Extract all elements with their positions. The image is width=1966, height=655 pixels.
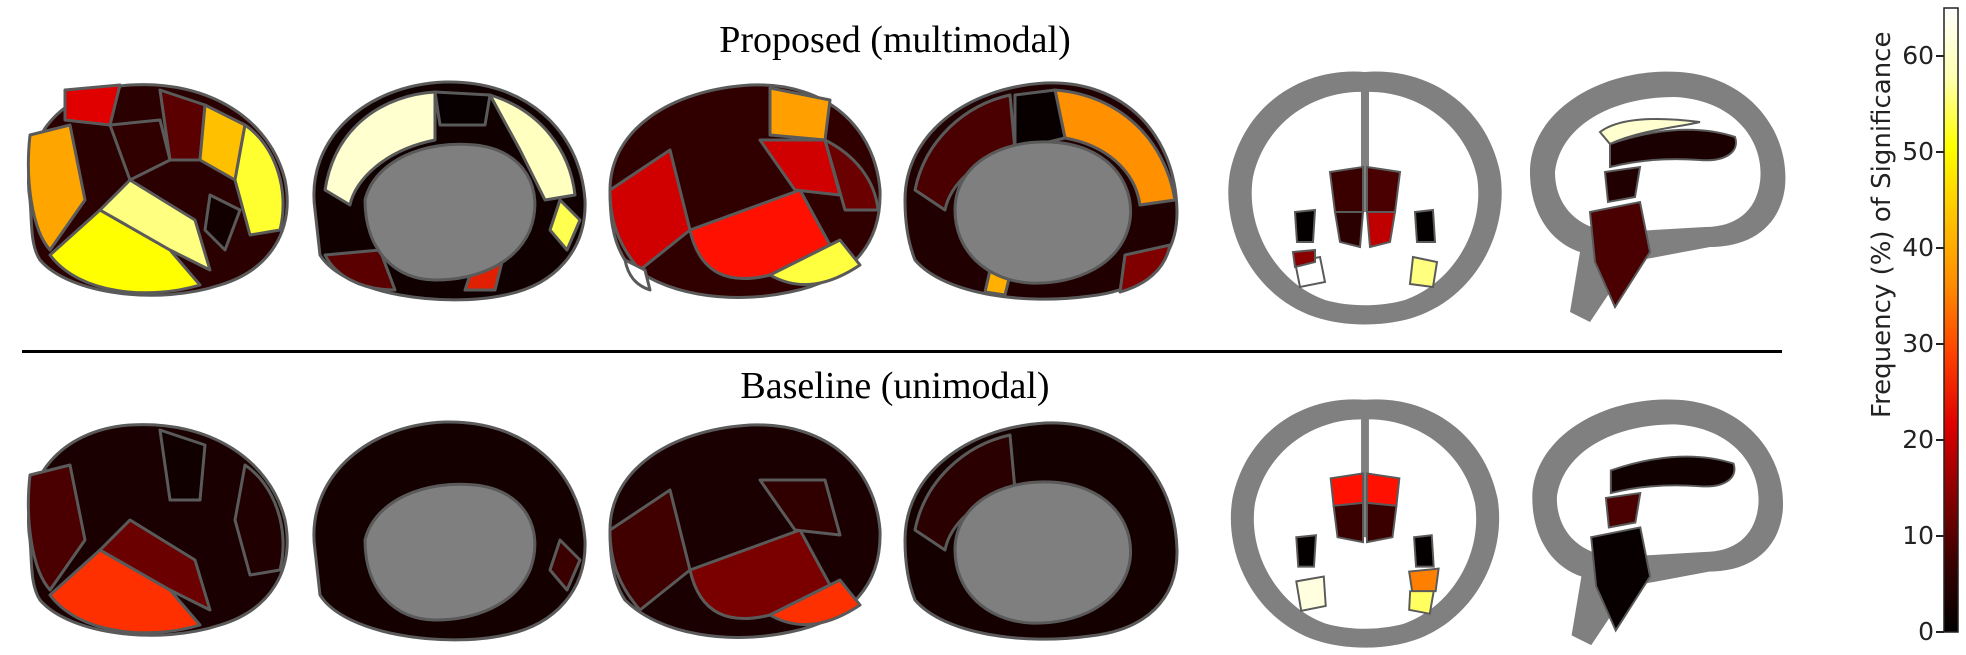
brain-region <box>1609 455 1736 495</box>
brain-region <box>1332 501 1365 544</box>
brain-region <box>433 90 492 127</box>
brain-region <box>1365 472 1401 507</box>
brain-region <box>758 478 842 537</box>
proposed-sagittal-slice <box>1530 71 1786 322</box>
colorbar-tick-mark <box>1936 343 1944 345</box>
brain-region <box>488 93 577 202</box>
brain-region <box>1609 128 1737 169</box>
colorbar-tick-label: 40 <box>1902 233 1934 262</box>
medial-wall <box>953 480 1133 625</box>
colorbar-tick-label: 60 <box>1902 41 1934 70</box>
brain-region <box>1588 200 1652 310</box>
brain-region <box>608 488 692 612</box>
colorbar-tick-mark <box>1936 535 1944 537</box>
brain-region <box>1590 526 1652 633</box>
brain-region <box>323 248 397 292</box>
baseline-lateral-right-brain <box>608 423 882 639</box>
baseline-row-title: Baseline (unimodal) <box>740 365 1050 407</box>
baseline-coronal-slice <box>1230 399 1500 648</box>
medial-wall <box>363 482 537 622</box>
brain-region <box>158 428 207 502</box>
brain-region <box>1295 575 1327 612</box>
colorbar-label: Frequency (%) of Significance <box>1867 31 1897 418</box>
brain-region <box>1365 501 1398 544</box>
brain-region <box>823 138 880 212</box>
brain-region <box>1295 534 1317 568</box>
colorbar-tick-label: 50 <box>1902 137 1934 166</box>
brain-region <box>913 93 1017 212</box>
brain-region <box>1366 165 1402 213</box>
brain-region <box>1408 567 1440 593</box>
colorbar-tick-label: 10 <box>1902 521 1934 550</box>
brain-region <box>48 208 202 295</box>
brain-region <box>1604 491 1642 529</box>
brain-region <box>768 578 862 627</box>
brain-region <box>108 118 172 182</box>
brain-region <box>233 123 285 237</box>
colorbar-tick-mark <box>1936 151 1944 153</box>
medial-wall <box>363 142 537 282</box>
brain-region <box>608 148 692 272</box>
colorbar-tick-mark <box>1936 439 1944 441</box>
midline <box>1361 72 1369 212</box>
colorbar-tick-mark <box>1936 247 1944 249</box>
colorbar-tick-label: 0 <box>1918 617 1934 646</box>
brain-region <box>1293 208 1317 243</box>
brain-region <box>1053 88 1177 207</box>
medial-wall <box>953 140 1133 285</box>
baseline-sagittal-slice <box>1532 399 1784 646</box>
proposed-medial-right-brain <box>903 81 1179 301</box>
brain-region <box>233 463 285 577</box>
brain-region <box>26 463 87 592</box>
colorbar-tick-label: 30 <box>1902 329 1934 358</box>
baseline-lateral-left-brain <box>26 423 289 637</box>
brain-region <box>1413 534 1435 568</box>
baseline-medial-left-brain <box>312 420 587 642</box>
brain-region <box>1118 243 1172 294</box>
brain-region <box>1598 118 1701 146</box>
brain-region <box>1291 248 1316 269</box>
brain-region <box>48 548 202 635</box>
proposed-lateral-left-brain <box>26 83 289 297</box>
proposed-coronal-slice <box>1228 71 1502 325</box>
brain-region <box>1413 208 1437 243</box>
brain-region <box>1603 165 1642 204</box>
brain-region <box>63 83 122 127</box>
brain-region <box>98 178 212 272</box>
brain-region <box>1408 255 1439 289</box>
brain-region <box>1013 88 1067 152</box>
brain-region <box>548 538 582 592</box>
colorbar: 0 10 20 30 40 50 60 <box>1880 0 1966 654</box>
brain-region <box>203 193 242 252</box>
brain-region <box>98 518 212 612</box>
proposed-medial-left-brain <box>312 80 587 302</box>
brain-region <box>913 433 1017 552</box>
colorbar-tick-label: 20 <box>1902 425 1934 454</box>
brain-region <box>1408 590 1435 615</box>
colorbar-tick-mark <box>1936 631 1944 633</box>
colorbar-tick-mark <box>1936 55 1944 57</box>
baseline-medial-right-brain <box>903 421 1179 641</box>
proposed-row-title: Proposed (multimodal) <box>719 19 1071 61</box>
brain-region <box>26 123 87 252</box>
brain-region <box>1333 211 1365 249</box>
brain-region <box>1365 211 1397 249</box>
row-divider <box>22 350 1782 353</box>
brain-region <box>1329 472 1365 507</box>
brain-region <box>548 198 582 252</box>
brain-region <box>623 258 652 292</box>
proposed-lateral-right-brain <box>608 83 882 299</box>
brain-region <box>768 86 832 142</box>
midline <box>1361 399 1369 538</box>
brain-region <box>1328 165 1364 213</box>
colorbar-gradient <box>1943 7 1959 633</box>
brain-region <box>768 238 862 287</box>
